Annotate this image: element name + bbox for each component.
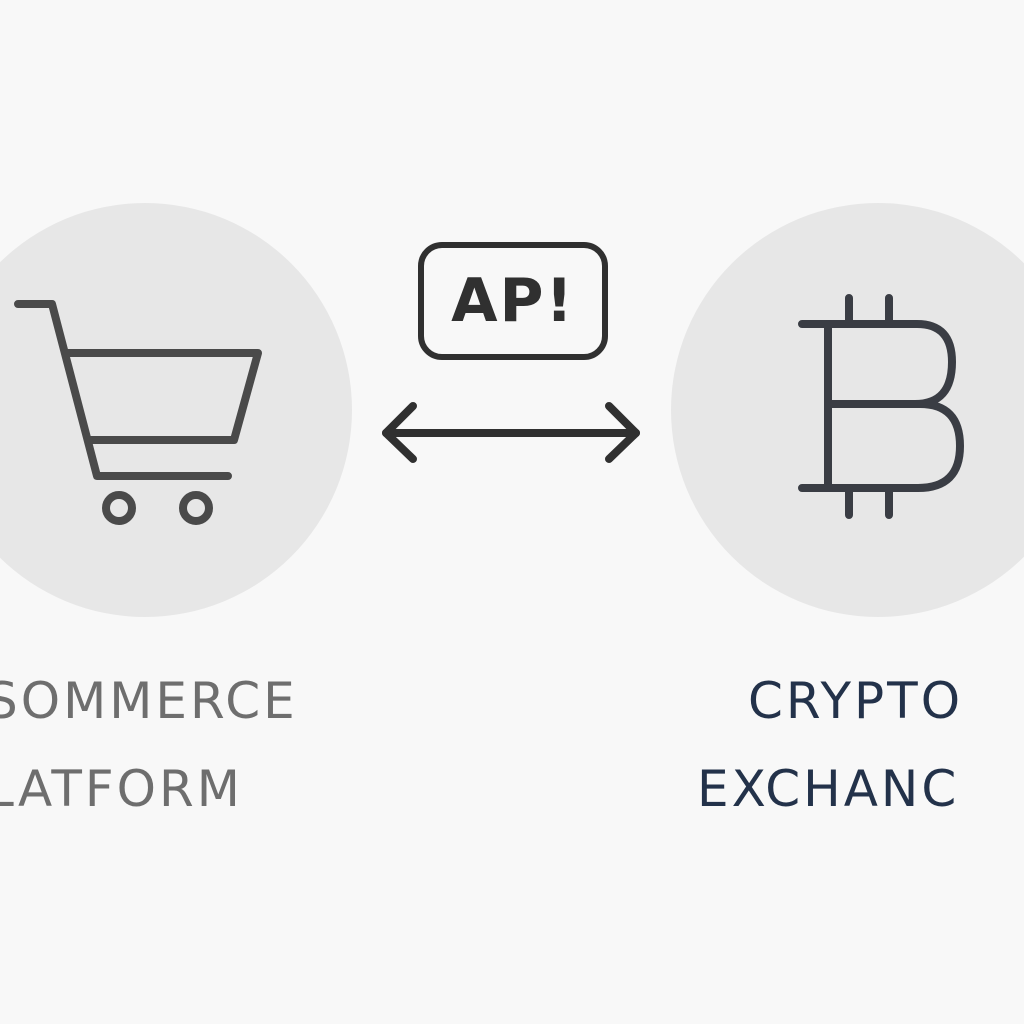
api-label: AP!: [451, 266, 575, 336]
ecommerce-label-line2: LATFORM: [0, 760, 243, 818]
crypto-exchange-node-circle: [671, 203, 1024, 617]
api-label-box: AP!: [418, 242, 608, 360]
ecommerce-node-circle: [0, 203, 352, 617]
crypto-label-line1: CRYPTO: [748, 672, 964, 730]
crypto-label-line2: EXCHANC: [697, 760, 960, 818]
ecommerce-label-line1: SOMMERCE: [0, 672, 298, 730]
